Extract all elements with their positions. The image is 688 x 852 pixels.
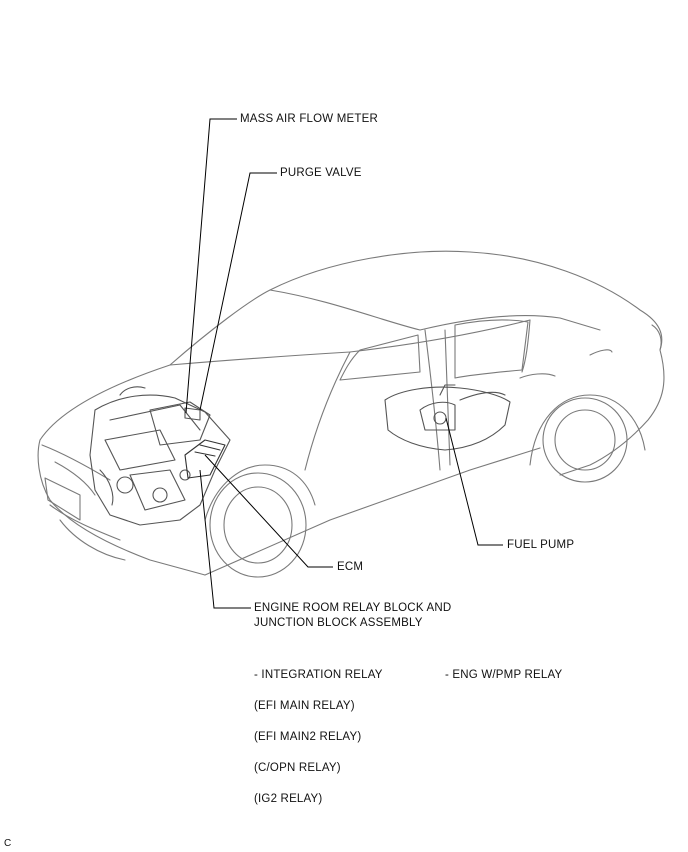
ecm-box xyxy=(184,439,226,479)
efi-main-relay-text: (EFI MAIN RELAY) xyxy=(254,700,355,712)
purge-valve-label: PURGE VALVE xyxy=(280,167,362,179)
corner-mark: C xyxy=(4,838,12,849)
relay-block-label-line1: ENGINE ROOM RELAY BLOCK AND xyxy=(254,602,452,614)
efi-main2-relay-text: (EFI MAIN2 RELAY) xyxy=(254,731,362,743)
leader-fuel-pump xyxy=(445,417,503,546)
leader-ecm xyxy=(204,454,333,568)
ecm-label: ECM xyxy=(337,561,364,573)
leader-mass-air-flow-meter xyxy=(185,118,237,414)
relay-block-label-line2: JUNCTION BLOCK ASSEMBLY xyxy=(254,617,423,629)
ig2-relay-text: (IG2 RELAY) xyxy=(254,793,323,805)
integration-relay-text: - INTEGRATION RELAY xyxy=(254,669,383,681)
c-opn-relay-text: (C/OPN RELAY) xyxy=(254,762,341,774)
mass-air-flow-meter-label: MASS AIR FLOW METER xyxy=(240,113,378,125)
engine-bay xyxy=(89,386,231,526)
fuel-tank xyxy=(384,384,511,451)
car-body-outline xyxy=(37,250,665,578)
eng-wpmp-relay-text: - ENG W/PMP RELAY xyxy=(445,669,563,681)
fuel-pump-label: FUEL PUMP xyxy=(507,539,575,551)
leader-purge-valve xyxy=(199,172,277,411)
leader-relay-block xyxy=(199,469,251,609)
